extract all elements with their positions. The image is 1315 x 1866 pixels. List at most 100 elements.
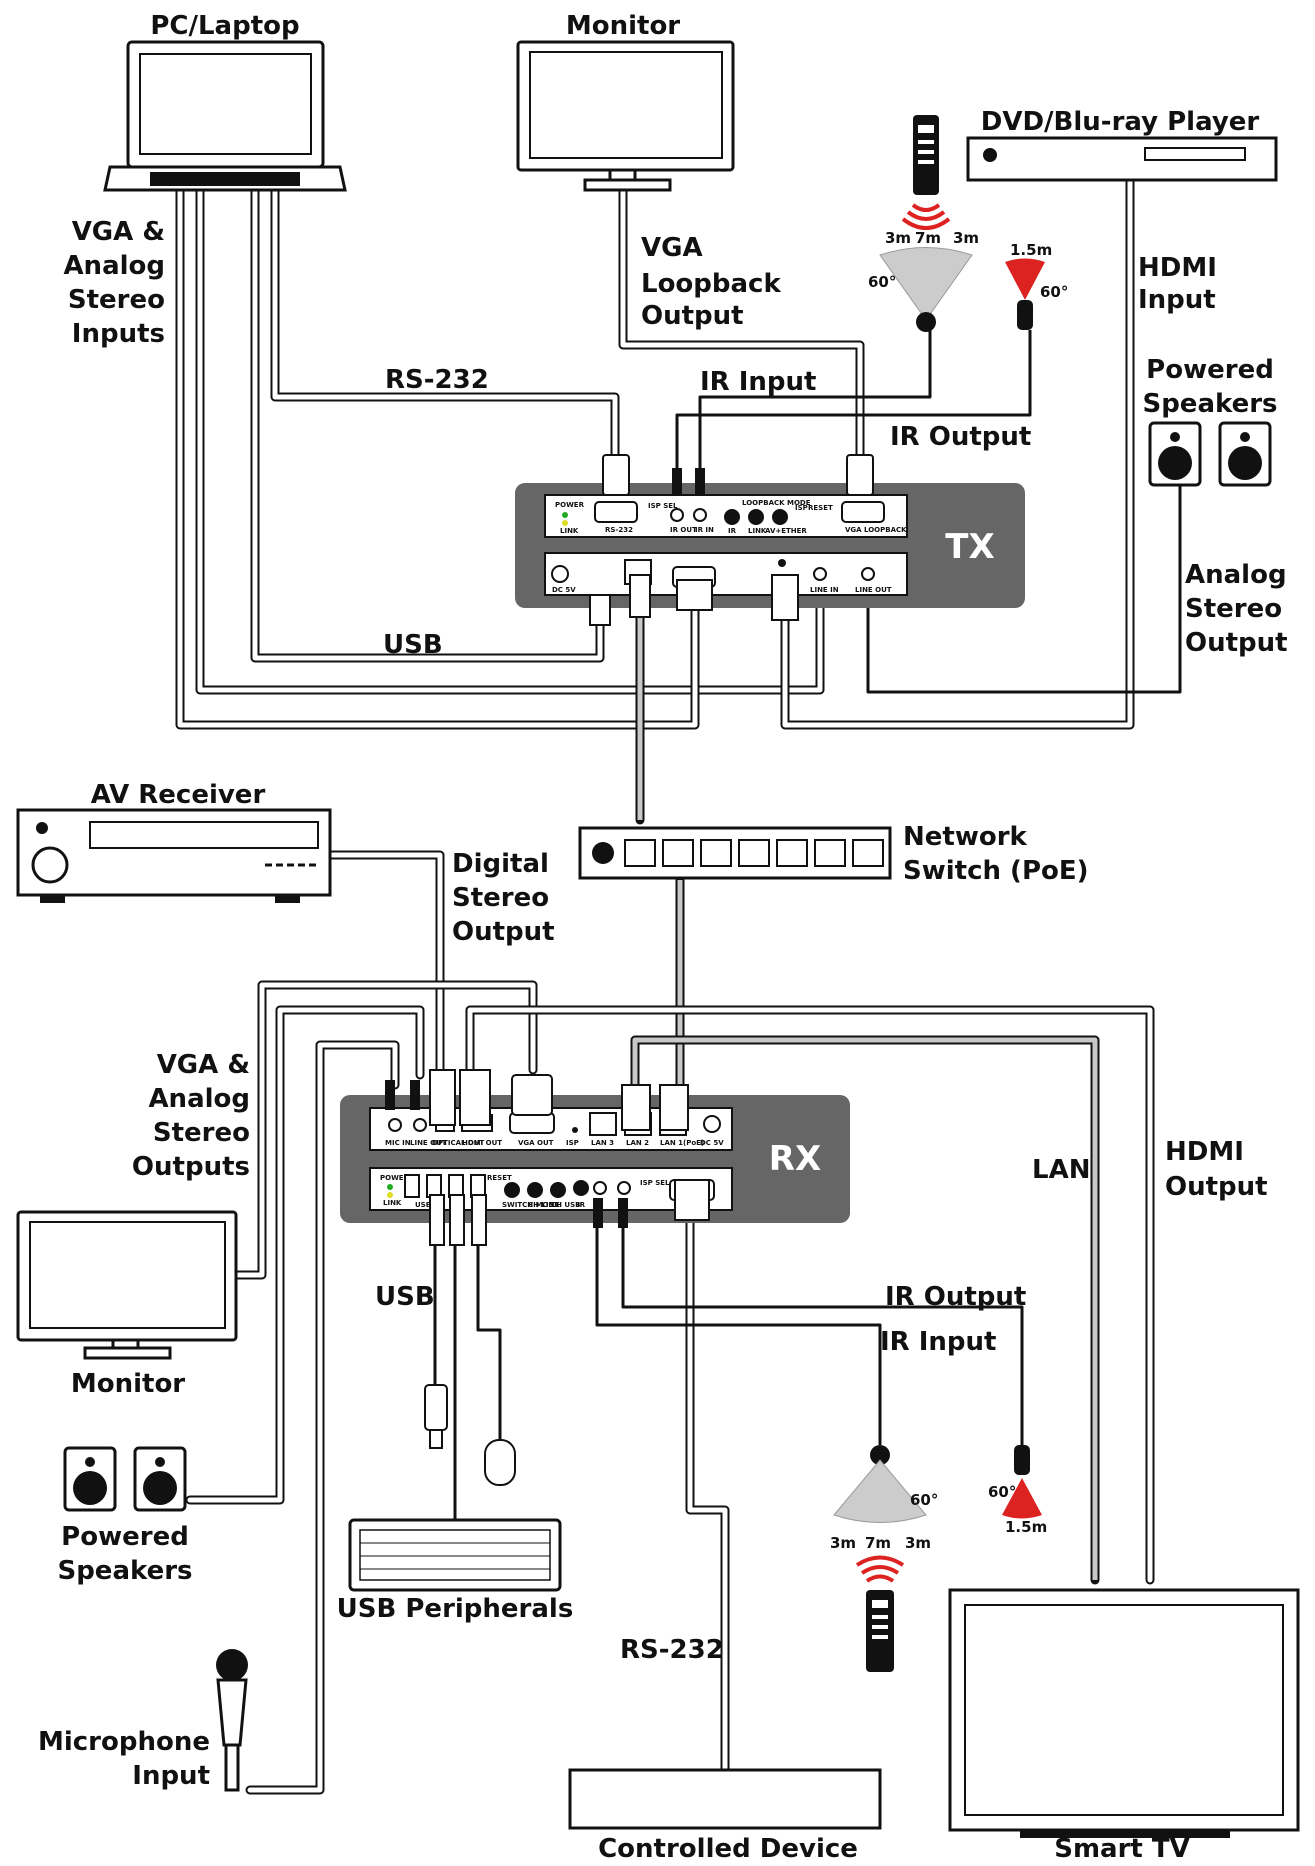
svg-text:1.5m: 1.5m — [1010, 241, 1052, 259]
ir-emitter-top: 1.5m 60° — [1005, 241, 1068, 330]
svg-text:HDMI: HDMI — [1138, 253, 1217, 283]
svg-text:Output: Output — [1185, 628, 1288, 658]
svg-text:Input: Input — [1138, 285, 1216, 315]
svg-text:Switch (PoE): Switch (PoE) — [903, 856, 1089, 886]
svg-text:USB: USB — [415, 1201, 431, 1209]
svg-text:RS-232: RS-232 — [605, 526, 633, 534]
svg-text:3m: 3m — [953, 229, 979, 247]
svg-text:CH USB: CH USB — [551, 1201, 581, 1209]
monitor-top-label: Monitor — [566, 11, 680, 41]
digital-stereo-output-label: Digital Stereo Output — [452, 849, 555, 947]
ir-receiver-top: 3m 7m 3m 60° — [868, 115, 979, 332]
svg-text:7m: 7m — [865, 1534, 891, 1552]
vga-loopback-label: VGA Loopback Output — [641, 233, 781, 331]
pc-laptop: PC/Laptop — [103, 11, 347, 192]
usb-mouse — [484, 1439, 516, 1486]
svg-text:USB Peripherals: USB Peripherals — [337, 1594, 574, 1624]
tx-label: TX — [945, 527, 994, 567]
av-receiver: AV Receiver — [16, 780, 332, 903]
vga-analog-outputs-label: VGA & Analog Stereo Outputs — [132, 1050, 250, 1182]
svg-text:Analog: Analog — [148, 1084, 250, 1114]
ir-output-bottom-label: IR Output — [885, 1282, 1026, 1312]
dvd-player: DVD/Blu-ray Player — [966, 107, 1278, 182]
svg-text:CH LINK: CH LINK — [528, 1201, 560, 1209]
monitor-bottom: Monitor — [16, 1210, 238, 1399]
ir-output-top-label: IR Output — [890, 422, 1031, 452]
svg-text:Stereo: Stereo — [1185, 594, 1282, 624]
svg-text:LAN 1(PoE): LAN 1(PoE) — [660, 1139, 704, 1147]
hdmi-input-label: HDMI Input — [1138, 253, 1217, 315]
svg-text:60°: 60° — [910, 1491, 938, 1509]
svg-text:LOOPBACK MODE: LOOPBACK MODE — [742, 499, 811, 507]
svg-text:LINK: LINK — [383, 1199, 402, 1207]
vga-analog-inputs-label: VGA & Analog Stereo Inputs — [63, 217, 165, 349]
tx-unit: TX POWER LINK RS-232 ISP SEL IR OUT IR I… — [515, 454, 1025, 626]
svg-text:ISP: ISP — [566, 1139, 579, 1147]
svg-text:LINE OUT: LINE OUT — [410, 1139, 447, 1147]
ir-emitter-bottom: 60° 1.5m — [988, 1445, 1047, 1536]
svg-text:Outputs: Outputs — [132, 1152, 250, 1182]
svg-text:60°: 60° — [868, 273, 896, 291]
svg-text:IR: IR — [728, 527, 737, 535]
lan-label: LAN — [1032, 1155, 1090, 1185]
hdmi-output-label: HDMI Output — [1165, 1137, 1268, 1202]
powered-speakers-bottom: Powered Speakers — [57, 1446, 193, 1586]
svg-text:RESET: RESET — [487, 1174, 512, 1182]
ir-input-top-label: IR Input — [700, 367, 816, 397]
dvd-player-label: DVD/Blu-ray Player — [981, 107, 1260, 137]
svg-text:3m: 3m — [885, 229, 911, 247]
svg-text:DC 5V: DC 5V — [552, 586, 576, 594]
svg-text:LINE OUT: LINE OUT — [855, 586, 892, 594]
rs232-top-label: RS-232 — [385, 365, 489, 395]
svg-text:OPTICAL OUT: OPTICAL OUT — [432, 1139, 485, 1147]
svg-text:Output: Output — [1165, 1172, 1268, 1202]
svg-text:DC 5V: DC 5V — [700, 1139, 724, 1147]
svg-text:AV+ETHER: AV+ETHER — [765, 527, 807, 535]
svg-text:Microphone: Microphone — [38, 1727, 210, 1757]
rs232-bottom-label: RS-232 — [620, 1635, 724, 1665]
svg-text:Stereo: Stereo — [68, 285, 165, 315]
analog-stereo-output-label: Analog Stereo Output — [1185, 560, 1288, 658]
svg-text:Speakers: Speakers — [57, 1556, 192, 1586]
svg-text:IR: IR — [577, 1201, 586, 1209]
powered-speakers-top: Powered Speakers — [1142, 355, 1278, 487]
av-receiver-label: AV Receiver — [91, 780, 266, 810]
svg-text:VGA: VGA — [641, 233, 703, 263]
usb-keyboard: USB Peripherals — [337, 1518, 574, 1624]
usb-bottom-label: USB — [375, 1282, 435, 1312]
svg-text:Powered: Powered — [61, 1522, 189, 1552]
svg-text:LINK: LINK — [560, 527, 579, 535]
usb-top-label: USB — [383, 630, 443, 660]
svg-text:VGA OUT: VGA OUT — [518, 1139, 554, 1147]
svg-text:VGA &: VGA & — [157, 1050, 250, 1080]
cables — [175, 175, 1182, 1795]
svg-text:Analog: Analog — [1185, 560, 1287, 590]
svg-text:LAN 2: LAN 2 — [626, 1139, 649, 1147]
svg-text:Controlled Device: Controlled Device — [598, 1834, 858, 1864]
svg-text:Inputs: Inputs — [72, 319, 165, 349]
monitor-top: Monitor — [516, 11, 735, 192]
svg-text:Digital: Digital — [452, 849, 549, 879]
svg-text:HDMI OUT: HDMI OUT — [462, 1139, 502, 1147]
svg-text:60°: 60° — [1040, 283, 1068, 301]
svg-text:ISP: ISP — [795, 504, 808, 512]
svg-text:VGA LOOPBACK: VGA LOOPBACK — [845, 526, 907, 534]
microphone: Microphone Input — [38, 1649, 248, 1792]
svg-text:Speakers: Speakers — [1142, 389, 1277, 419]
svg-text:60°: 60° — [988, 1483, 1016, 1501]
rx-unit: RX MIC IN LINE OUT OPTICAL OUT HDMI OUT … — [340, 1069, 850, 1246]
svg-text:7m: 7m — [915, 229, 941, 247]
svg-text:3m: 3m — [830, 1534, 856, 1552]
svg-text:SWITCH MODE: SWITCH MODE — [502, 1201, 559, 1209]
svg-text:3m: 3m — [905, 1534, 931, 1552]
svg-text:Powered: Powered — [1146, 355, 1274, 385]
svg-text:LAN 3: LAN 3 — [591, 1139, 614, 1147]
svg-text:HDMI: HDMI — [1165, 1137, 1244, 1167]
ir-receiver-bottom: 3m 7m 3m 60° — [830, 1445, 938, 1672]
svg-text:MIC IN: MIC IN — [385, 1139, 411, 1147]
svg-text:Input: Input — [132, 1761, 210, 1791]
svg-text:LINE IN: LINE IN — [810, 586, 839, 594]
svg-text:Output: Output — [452, 917, 555, 947]
svg-text:ISP SEL: ISP SEL — [640, 1179, 670, 1187]
